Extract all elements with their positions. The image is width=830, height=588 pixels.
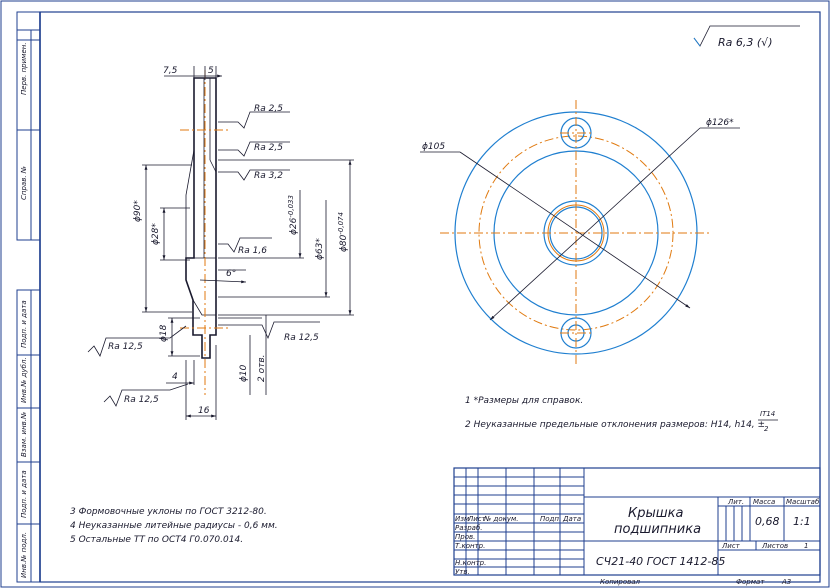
dim-16: 16 <box>198 406 210 416</box>
ra-top-1: Ra 2,5 <box>254 104 283 114</box>
tb-col-list: Лист <box>467 515 487 523</box>
front-view: ϕ105 ϕ126* <box>420 100 740 365</box>
general-roughness: Ra 6,3 (√) <box>693 25 800 49</box>
technical-notes-top: 1 *Размеры для справок. 2 Неуказанные пр… <box>465 396 778 433</box>
dim-2-holes: 2 отв. <box>257 354 267 382</box>
note-2-frac-den: 2 <box>764 425 769 433</box>
footer: Копировал Формат A3 <box>600 578 791 586</box>
dim-phi-126: ϕ126* <box>706 118 734 128</box>
tb-row-checked: Пров. <box>455 533 475 541</box>
stamp-sign-date-1: Подп. и дата <box>20 300 28 348</box>
tb-col-izm: Изм <box>455 515 470 523</box>
roughness-value: Ra 6,3 (√) <box>718 36 772 49</box>
tb-lit-label: Лит. <box>727 498 744 506</box>
note-5: 5 Остальные ТТ по ОСТ4 Г0.070.014. <box>70 535 243 545</box>
title-block: Изм Лист № докум. Подп. Дата Разраб. Про… <box>453 467 821 576</box>
note-3: 3 Формовочные уклоны по ГОСТ 3212-80. <box>70 507 267 517</box>
stamp-inv-orig: Инв.№ подл. <box>20 532 28 578</box>
note-2-frac-num: IT14 <box>760 410 775 418</box>
ra-1-6: Ra 1,6 <box>238 246 267 256</box>
tb-col-sign: Подп. <box>540 515 561 523</box>
dim-phi-90: ϕ90* <box>133 200 143 222</box>
note-4: 4 Неуказанные литейные радиусы - 0,6 мм. <box>70 521 278 531</box>
side-stamp-column: Перв. примен. Справ. № Подп. и дата Инв.… <box>16 29 41 583</box>
tb-col-date: Дата <box>562 515 581 523</box>
tb-sheets-label: Листов <box>761 542 788 550</box>
footer-copied: Копировал <box>600 578 641 586</box>
footer-format: Формат <box>736 578 765 586</box>
dim-phi-63: ϕ63* <box>315 238 325 260</box>
tb-row-approved: Утв. <box>455 568 470 576</box>
tb-row-ncontrol: Н.контр. <box>455 559 486 567</box>
part-name-line2: подшипника <box>614 522 701 537</box>
ra-top-2: Ra 2,5 <box>254 143 283 153</box>
tb-row-developed: Разраб. <box>455 524 483 532</box>
dim-phi-105: ϕ105 <box>422 142 445 152</box>
stamp-first-use: Перв. примен. <box>20 42 28 95</box>
tb-mass-value: 0,68 <box>755 515 780 528</box>
tb-sheet-label: Лист <box>721 542 741 550</box>
section-view: 7,5 5 Ra 2,5 Ra 2,5 Ra 3,2 Ra 1,6 ϕ90* ϕ… <box>87 66 354 420</box>
tb-col-doc: № докум. <box>483 515 519 523</box>
technical-notes-bottom: 3 Формовочные уклоны по ГОСТ 3212-80. 4 … <box>70 507 278 545</box>
dim-phi-10: ϕ10 <box>239 364 249 382</box>
note-1: 1 *Размеры для справок. <box>465 396 583 406</box>
tb-row-tcontrol: Т.контр. <box>455 542 485 550</box>
tb-scale-label: Масштаб <box>786 498 820 506</box>
ra-right: Ra 12,5 <box>284 333 319 343</box>
stamp-inv-dup: Инв.№ дубл. <box>20 357 28 403</box>
ra-bottom: Ra 12,5 <box>124 395 159 405</box>
footer-format-value: A3 <box>781 578 791 586</box>
dim-phi-18: ϕ18 <box>159 324 169 342</box>
ra-top-3: Ra 3,2 <box>254 171 283 181</box>
tb-scale-value: 1:1 <box>793 515 811 528</box>
ra-left: Ra 12,5 <box>108 342 143 352</box>
stamp-sign-date-2: Подп. и дата <box>20 470 28 518</box>
part-name-line1: Крышка <box>628 506 683 521</box>
dim-angle-6: 6° <box>226 269 236 279</box>
dim-4: 4 <box>172 372 178 382</box>
dim-phi-28: ϕ28* <box>151 223 161 245</box>
stamp-replace-inv: Взам. инв.№ <box>20 412 28 457</box>
note-2: 2 Неуказанные предельные отклонения разм… <box>465 420 765 430</box>
tb-mass-label: Масса <box>753 498 775 506</box>
tb-sheets-value: 1 <box>804 542 808 550</box>
dim-phi-26: ϕ26-0,033 <box>287 195 299 235</box>
dim-5: 5 <box>208 66 214 76</box>
part-material: СЧ21-40 ГОСТ 1412-85 <box>596 555 725 568</box>
stamp-ref-no: Справ. № <box>20 166 28 200</box>
dim-7-5: 7,5 <box>163 66 178 76</box>
dim-phi-80: ϕ80-0,074 <box>337 212 349 252</box>
